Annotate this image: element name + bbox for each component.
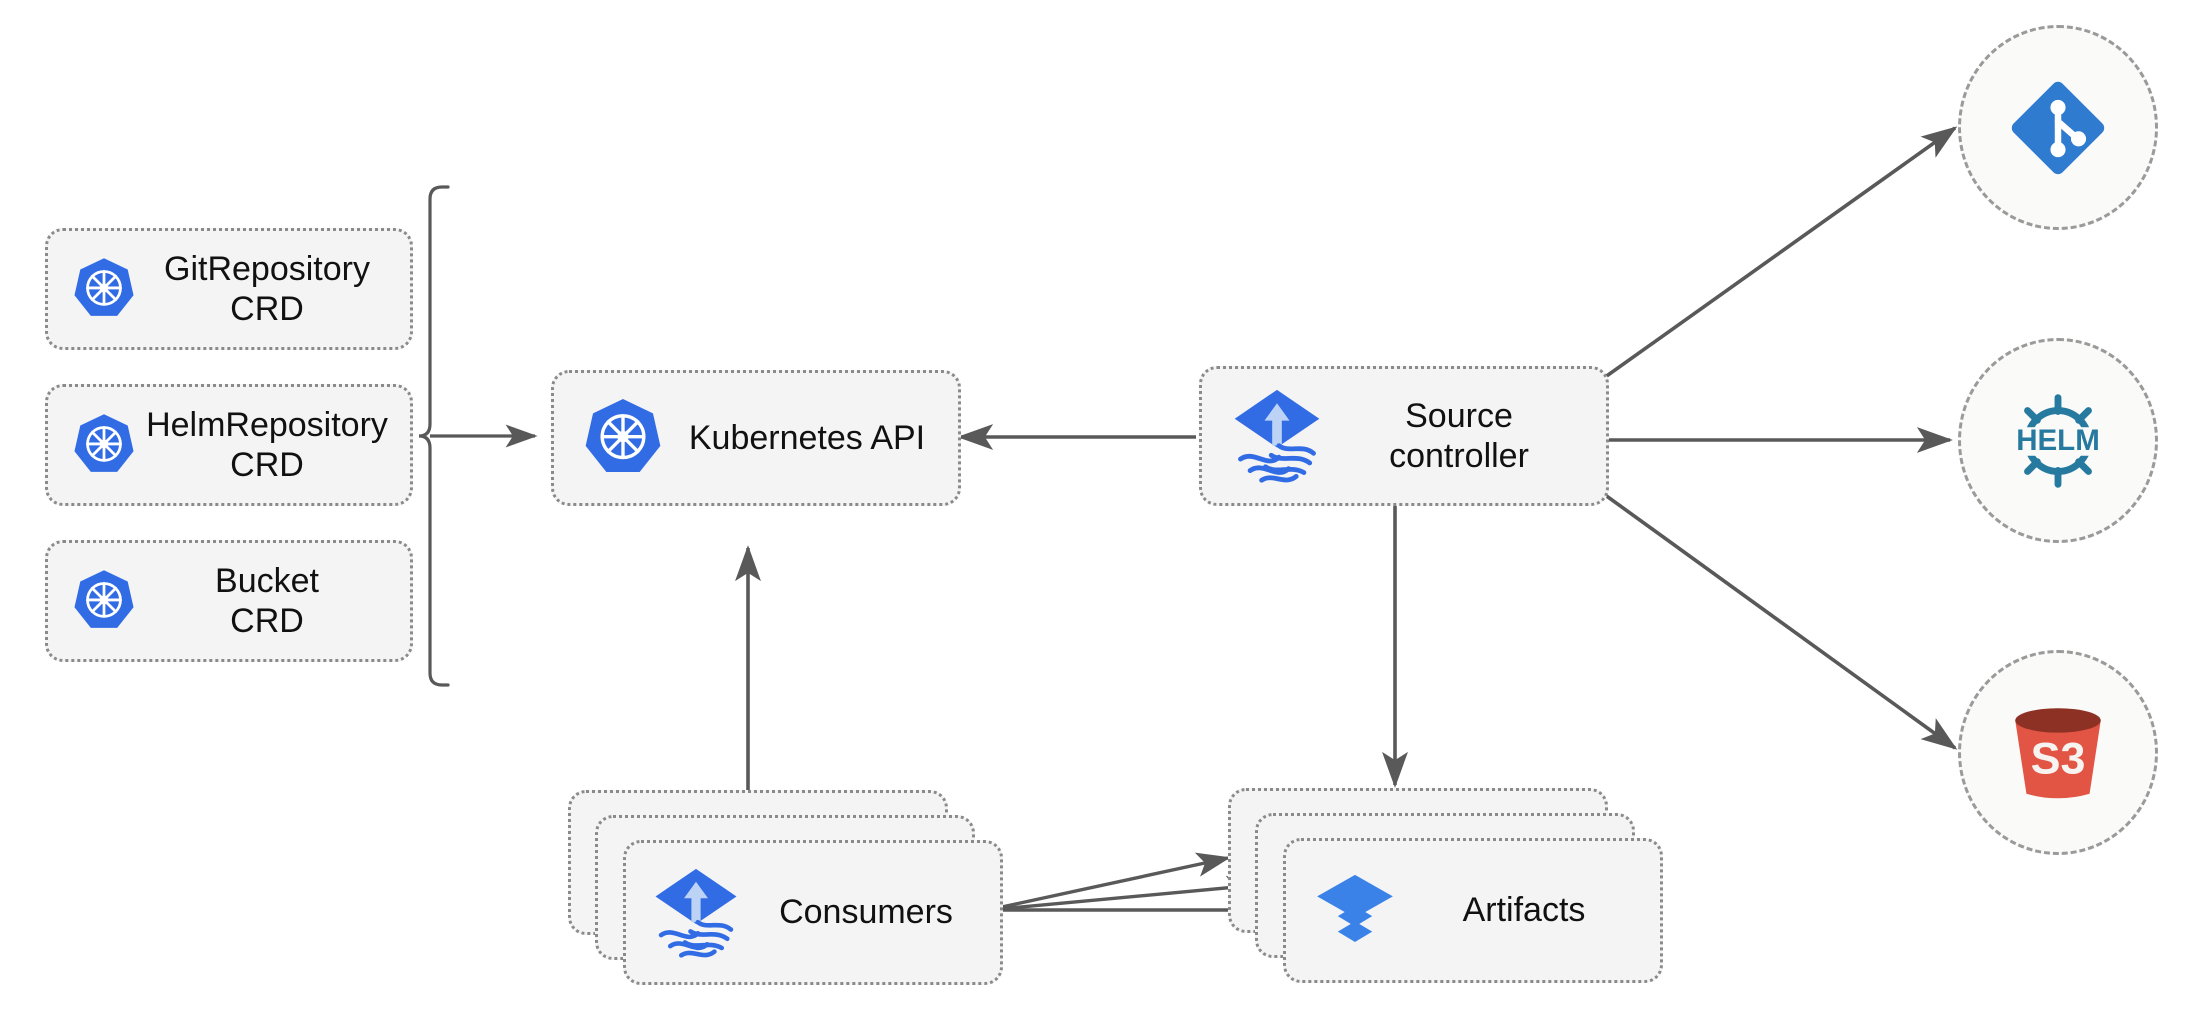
- helm-label: HELM: [2016, 423, 2100, 456]
- crd-box-bucket[interactable]: Bucket CRD: [45, 540, 413, 662]
- source-node-helm[interactable]: HELM: [1958, 338, 2158, 543]
- crd-label: HelmRepository CRD: [146, 405, 388, 484]
- s3-icon: S3: [2002, 700, 2114, 806]
- node-artifacts[interactable]: Artifacts: [1283, 838, 1663, 983]
- kubernetes-icon: [70, 411, 138, 479]
- crd-label: GitRepository CRD: [164, 249, 370, 328]
- kubernetes-icon: [70, 255, 138, 323]
- crd-box-helmrepository[interactable]: HelmRepository CRD: [45, 384, 413, 506]
- node-kubernetes-api[interactable]: Kubernetes API: [551, 370, 961, 506]
- node-label: Artifacts: [1462, 891, 1586, 930]
- crd-group-brace: [418, 185, 450, 687]
- edge-sc-to-git: [1599, 126, 1958, 382]
- s3-label: S3: [2031, 733, 2086, 783]
- source-node-s3[interactable]: S3: [1958, 650, 2158, 855]
- helm-icon: HELM: [1999, 382, 2117, 500]
- crd-label: Bucket CRD: [215, 561, 319, 640]
- edge-consumers-to-artifacts-2: [987, 875, 1261, 912]
- flux-icon: [1228, 386, 1326, 486]
- git-icon: [2004, 74, 2112, 182]
- layers-icon: [1312, 868, 1398, 954]
- node-label: Consumers: [779, 893, 953, 932]
- node-source-controller[interactable]: Source controller: [1199, 366, 1609, 506]
- node-consumers[interactable]: Consumers: [623, 840, 1003, 985]
- crd-box-gitrepository[interactable]: GitRepository CRD: [45, 228, 413, 350]
- node-label: Source controller: [1389, 396, 1529, 475]
- edge-consumers-to-artifacts-1: [987, 852, 1231, 912]
- node-label: Kubernetes API: [688, 418, 926, 457]
- source-node-git[interactable]: [1958, 25, 2158, 230]
- edge-sc-to-s3: [1599, 490, 1958, 750]
- kubernetes-icon: [70, 567, 138, 635]
- kubernetes-icon: [580, 395, 666, 481]
- flux-icon: [650, 865, 742, 961]
